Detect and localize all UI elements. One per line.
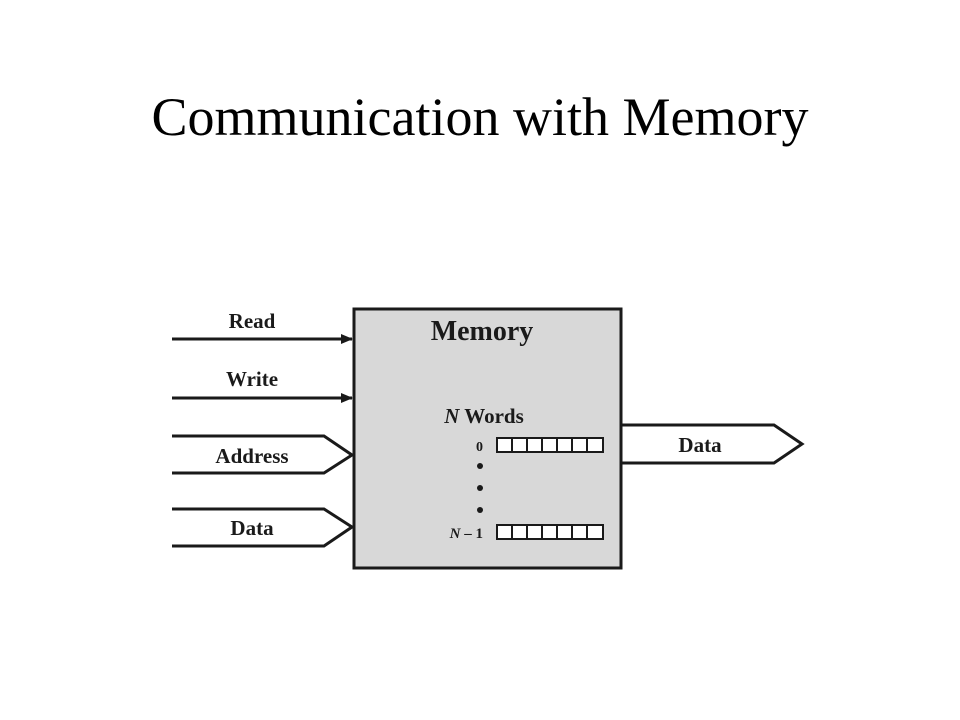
read-label: Read bbox=[229, 309, 276, 333]
bit-cell bbox=[541, 437, 558, 453]
slide-title: Communication with Memory bbox=[151, 87, 809, 147]
data-out-label: Data bbox=[678, 433, 722, 457]
bit-cell bbox=[511, 437, 528, 453]
bit-cell bbox=[496, 437, 513, 453]
data-out-bus-arrow bbox=[622, 423, 805, 465]
dot bbox=[477, 485, 483, 491]
bit-cell bbox=[526, 437, 543, 453]
bit-cell bbox=[571, 524, 588, 540]
data-in-bus-arrow bbox=[172, 507, 355, 548]
dot bbox=[477, 463, 483, 469]
last-index-n: N bbox=[449, 526, 462, 542]
word-cells-last bbox=[496, 524, 604, 540]
word-index-last: N – 1 bbox=[449, 526, 483, 542]
memory-label: Memory bbox=[431, 316, 534, 347]
data-in-label: Data bbox=[230, 516, 274, 540]
ellipsis-dots bbox=[477, 463, 483, 513]
bit-cell bbox=[586, 437, 604, 453]
address-label: Address bbox=[215, 444, 288, 468]
bit-cell bbox=[541, 524, 558, 540]
n-words-label: N Words bbox=[443, 404, 524, 428]
words-label: Words bbox=[464, 404, 524, 428]
bit-cell bbox=[496, 524, 513, 540]
dot bbox=[477, 507, 483, 513]
word-index-first: 0 bbox=[476, 440, 483, 455]
words-n: N bbox=[443, 404, 460, 428]
bit-cell bbox=[526, 524, 543, 540]
word-cells-first bbox=[496, 437, 604, 453]
last-index-suffix: – 1 bbox=[463, 526, 483, 542]
write-label: Write bbox=[226, 367, 278, 391]
address-bus-arrow bbox=[172, 434, 355, 475]
bit-cell bbox=[556, 437, 573, 453]
bit-cell bbox=[586, 524, 604, 540]
bit-cell bbox=[571, 437, 588, 453]
bit-cell bbox=[556, 524, 573, 540]
bit-cell bbox=[511, 524, 528, 540]
